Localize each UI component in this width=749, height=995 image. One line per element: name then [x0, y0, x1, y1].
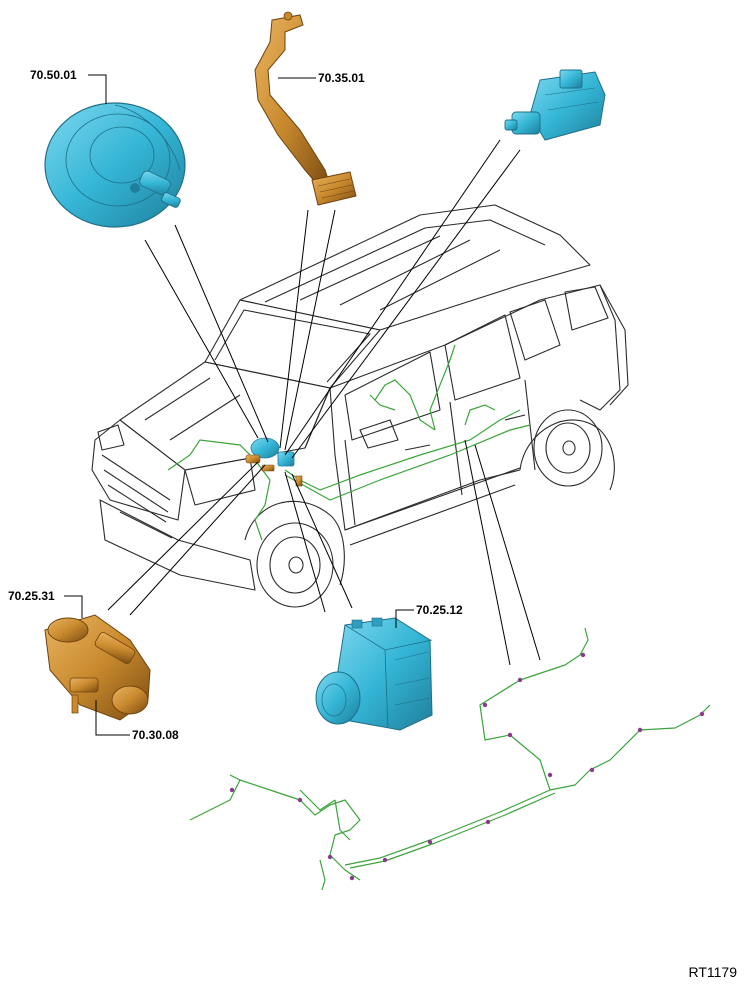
- brake-switch: [504, 69, 606, 141]
- callout-booster: 70.50.01: [30, 68, 77, 82]
- brake-pipe-assembly: [189, 627, 711, 891]
- engine-bay-components: [245, 437, 303, 487]
- callout-reservoir: 70.30.08: [132, 728, 179, 742]
- leader-lines: [107, 139, 541, 666]
- abs-module: [315, 617, 433, 731]
- vehicle-brake-lines: [167, 344, 531, 541]
- callout-abs-module: 70.25.12: [416, 603, 463, 617]
- callout-leaders: [64, 74, 414, 736]
- vehicle-outline: [91, 204, 629, 608]
- callout-master-cylinder: 70.25.31: [8, 589, 55, 603]
- brake-booster: [44, 102, 186, 228]
- master-cylinder: [44, 614, 151, 721]
- reference-code: RT1179: [688, 964, 737, 980]
- brake-pipe-clips: [229, 652, 705, 881]
- brake-pedal: [254, 11, 357, 206]
- callout-pedal: 70.35.01: [318, 71, 365, 85]
